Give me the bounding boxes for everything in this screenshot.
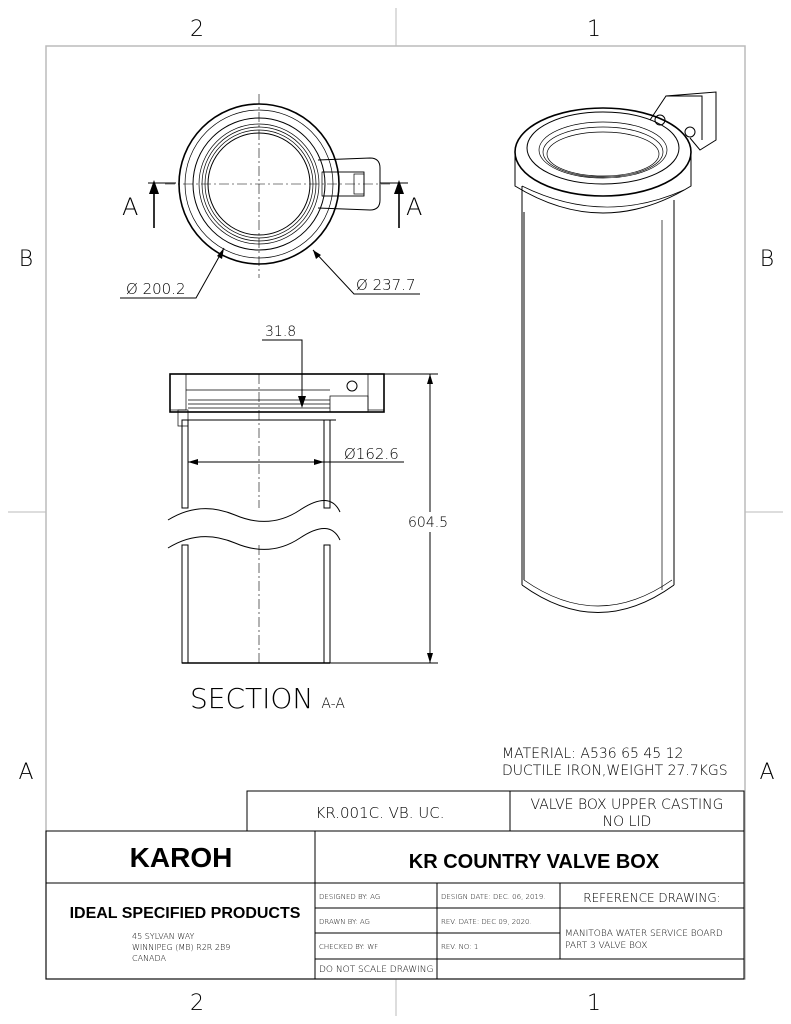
- isometric-view: [514, 91, 717, 613]
- zone-top-1: 1: [587, 17, 601, 42]
- dim-inner-diameter: Ø 200.2: [126, 280, 186, 298]
- zone-left-b: B: [19, 247, 33, 272]
- drawing-title: KR COUNTRY VALVE BOX: [409, 851, 660, 873]
- checked-by: CHECKED BY: WF: [319, 943, 378, 951]
- address-line-3: CANADA: [132, 954, 167, 963]
- rev-date: REV. DATE: DEC 09, 2020.: [441, 918, 532, 926]
- drawn-by: DRAWN BY: AG: [319, 918, 370, 926]
- material-line-1: MATERIAL: A536 65 45 12: [502, 746, 683, 762]
- zone-right-a: A: [759, 760, 774, 785]
- zone-right-b: B: [760, 247, 774, 272]
- reference-line-2: PART 3 VALVE BOX: [565, 941, 647, 951]
- description-line-1: VALVE BOX UPPER CASTING: [531, 797, 724, 813]
- address-line-1: 45 SYLVAN WAY: [132, 932, 195, 941]
- material-line-2: DUCTILE IRON,WEIGHT 27.7KGS: [502, 763, 728, 779]
- designed-by: DESIGNED BY: AG: [319, 893, 380, 901]
- section-mark-right: A: [406, 193, 422, 221]
- reference-label: REFERENCE DRAWING:: [583, 891, 720, 905]
- top-view: [120, 94, 420, 299]
- dim-outer-diameter: Ø 237.7: [356, 276, 416, 294]
- section-view: [167, 339, 438, 664]
- zone-top-2: 2: [190, 17, 204, 42]
- description-line-2: NO LID: [603, 814, 652, 830]
- company-logo-text: KAROH: [130, 842, 233, 873]
- rev-number: REV. NO: 1: [441, 943, 478, 951]
- company-name: IDEAL SPECIFIED PRODUCTS: [70, 905, 301, 922]
- section-mark-left: A: [122, 193, 138, 221]
- design-date: DESIGN DATE: DEC. 06, 2019.: [441, 893, 546, 901]
- dim-height: 604.5: [408, 515, 448, 531]
- dim-bore-diameter: Ø162.6: [344, 445, 399, 463]
- address-line-2: WINNIPEG (MB) R2R 2B9: [132, 943, 230, 952]
- title-block: [45, 790, 745, 980]
- part-number: KR.001C. VB. UC.: [316, 804, 445, 822]
- zone-left-a: A: [18, 760, 33, 785]
- no-scale-note: DO NOT SCALE DRAWING: [319, 965, 434, 975]
- zone-bottom-1: 1: [587, 991, 601, 1016]
- dim-top-depth: 31.8: [265, 324, 296, 340]
- reference-line-1: MANITOBA WATER SERVICE BOARD: [565, 929, 723, 939]
- zone-bottom-2: 2: [190, 991, 204, 1016]
- sheet-border: [8, 8, 783, 1016]
